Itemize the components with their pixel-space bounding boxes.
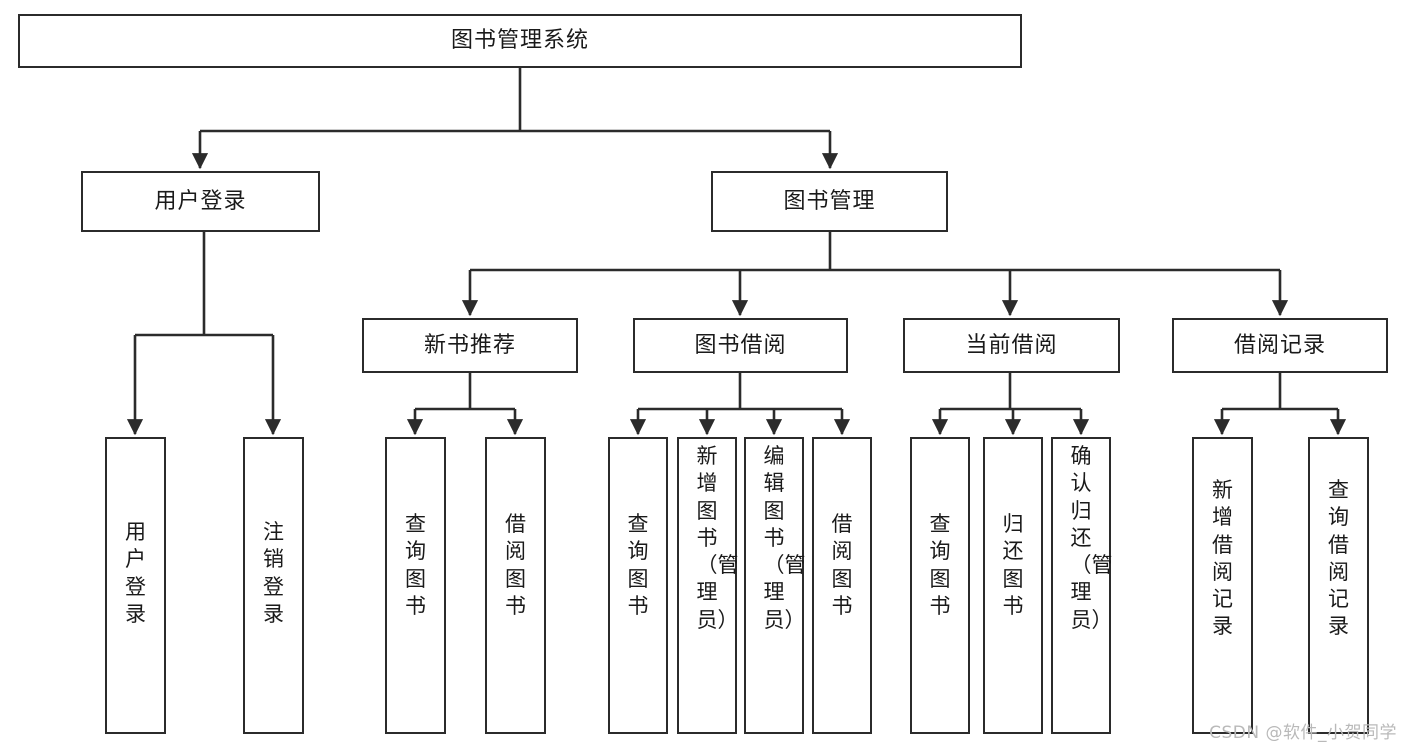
node-user-login[interactable]: 用户登录 xyxy=(81,171,320,232)
node-leaf-borrow-book-1[interactable]: 借阅图书 xyxy=(485,437,546,734)
node-leaf-add-borrow-record[interactable]: 新增借阅记录 xyxy=(1192,437,1253,734)
node-leaf-add-book-admin[interactable]: 新增图书（管理员） xyxy=(677,437,739,734)
node-leaf-user-login-label: 用户登录 xyxy=(125,520,146,626)
node-leaf-query-book-1[interactable]: 查询图书 xyxy=(385,437,446,734)
node-leaf-add-book-admin-label: 新增图书（管理员） xyxy=(696,444,739,632)
node-new-book-recommend-label: 新书推荐 xyxy=(423,332,516,358)
node-leaf-return-book-label: 归还图书 xyxy=(1002,512,1024,618)
node-leaf-borrow-book-2-label: 借阅图书 xyxy=(831,512,853,618)
node-leaf-edit-book-admin-label: 编辑图书（管理员） xyxy=(763,444,806,632)
node-leaf-query-book-2[interactable]: 查询图书 xyxy=(608,437,668,734)
node-leaf-edit-book-admin[interactable]: 编辑图书（管理员） xyxy=(744,437,806,734)
node-leaf-query-book-3-label: 查询图书 xyxy=(929,512,951,618)
node-borrow-record-label: 借阅记录 xyxy=(1233,332,1326,358)
node-book-manage-label: 图书管理 xyxy=(783,188,876,214)
node-leaf-query-book-1-label: 查询图书 xyxy=(405,512,426,618)
node-leaf-borrow-book-1-label: 借阅图书 xyxy=(505,512,526,618)
node-borrow-record[interactable]: 借阅记录 xyxy=(1172,318,1388,373)
node-new-book-recommend[interactable]: 新书推荐 xyxy=(362,318,578,373)
node-leaf-confirm-return-admin-label: 确认归还（管理员） xyxy=(1070,444,1113,632)
node-leaf-borrow-book-2[interactable]: 借阅图书 xyxy=(812,437,872,734)
node-book-manage[interactable]: 图书管理 xyxy=(711,171,948,232)
node-leaf-user-login[interactable]: 用户登录 xyxy=(105,437,166,734)
node-root-label: 图书管理系统 xyxy=(450,28,589,54)
node-user-login-label: 用户登录 xyxy=(154,188,247,214)
node-leaf-return-book[interactable]: 归还图书 xyxy=(983,437,1043,734)
node-leaf-query-book-3[interactable]: 查询图书 xyxy=(910,437,970,734)
node-root[interactable]: 图书管理系统 xyxy=(18,14,1022,68)
node-leaf-query-borrow-record[interactable]: 查询借阅记录 xyxy=(1308,437,1369,734)
node-current-borrow[interactable]: 当前借阅 xyxy=(903,318,1120,373)
node-leaf-logout-label: 注销登录 xyxy=(263,520,284,626)
node-leaf-confirm-return-admin[interactable]: 确认归还（管理员） xyxy=(1051,437,1113,734)
node-book-borrow[interactable]: 图书借阅 xyxy=(633,318,848,373)
node-leaf-query-book-2-label: 查询图书 xyxy=(627,512,649,618)
node-current-borrow-label: 当前借阅 xyxy=(965,332,1058,358)
node-leaf-add-borrow-record-label: 新增借阅记录 xyxy=(1212,478,1233,639)
watermark-text: CSDN @软件_小贺同学 xyxy=(1209,723,1397,743)
node-book-borrow-label: 图书借阅 xyxy=(694,332,787,358)
node-leaf-logout[interactable]: 注销登录 xyxy=(243,437,304,734)
node-leaf-query-borrow-record-label: 查询借阅记录 xyxy=(1328,478,1349,639)
